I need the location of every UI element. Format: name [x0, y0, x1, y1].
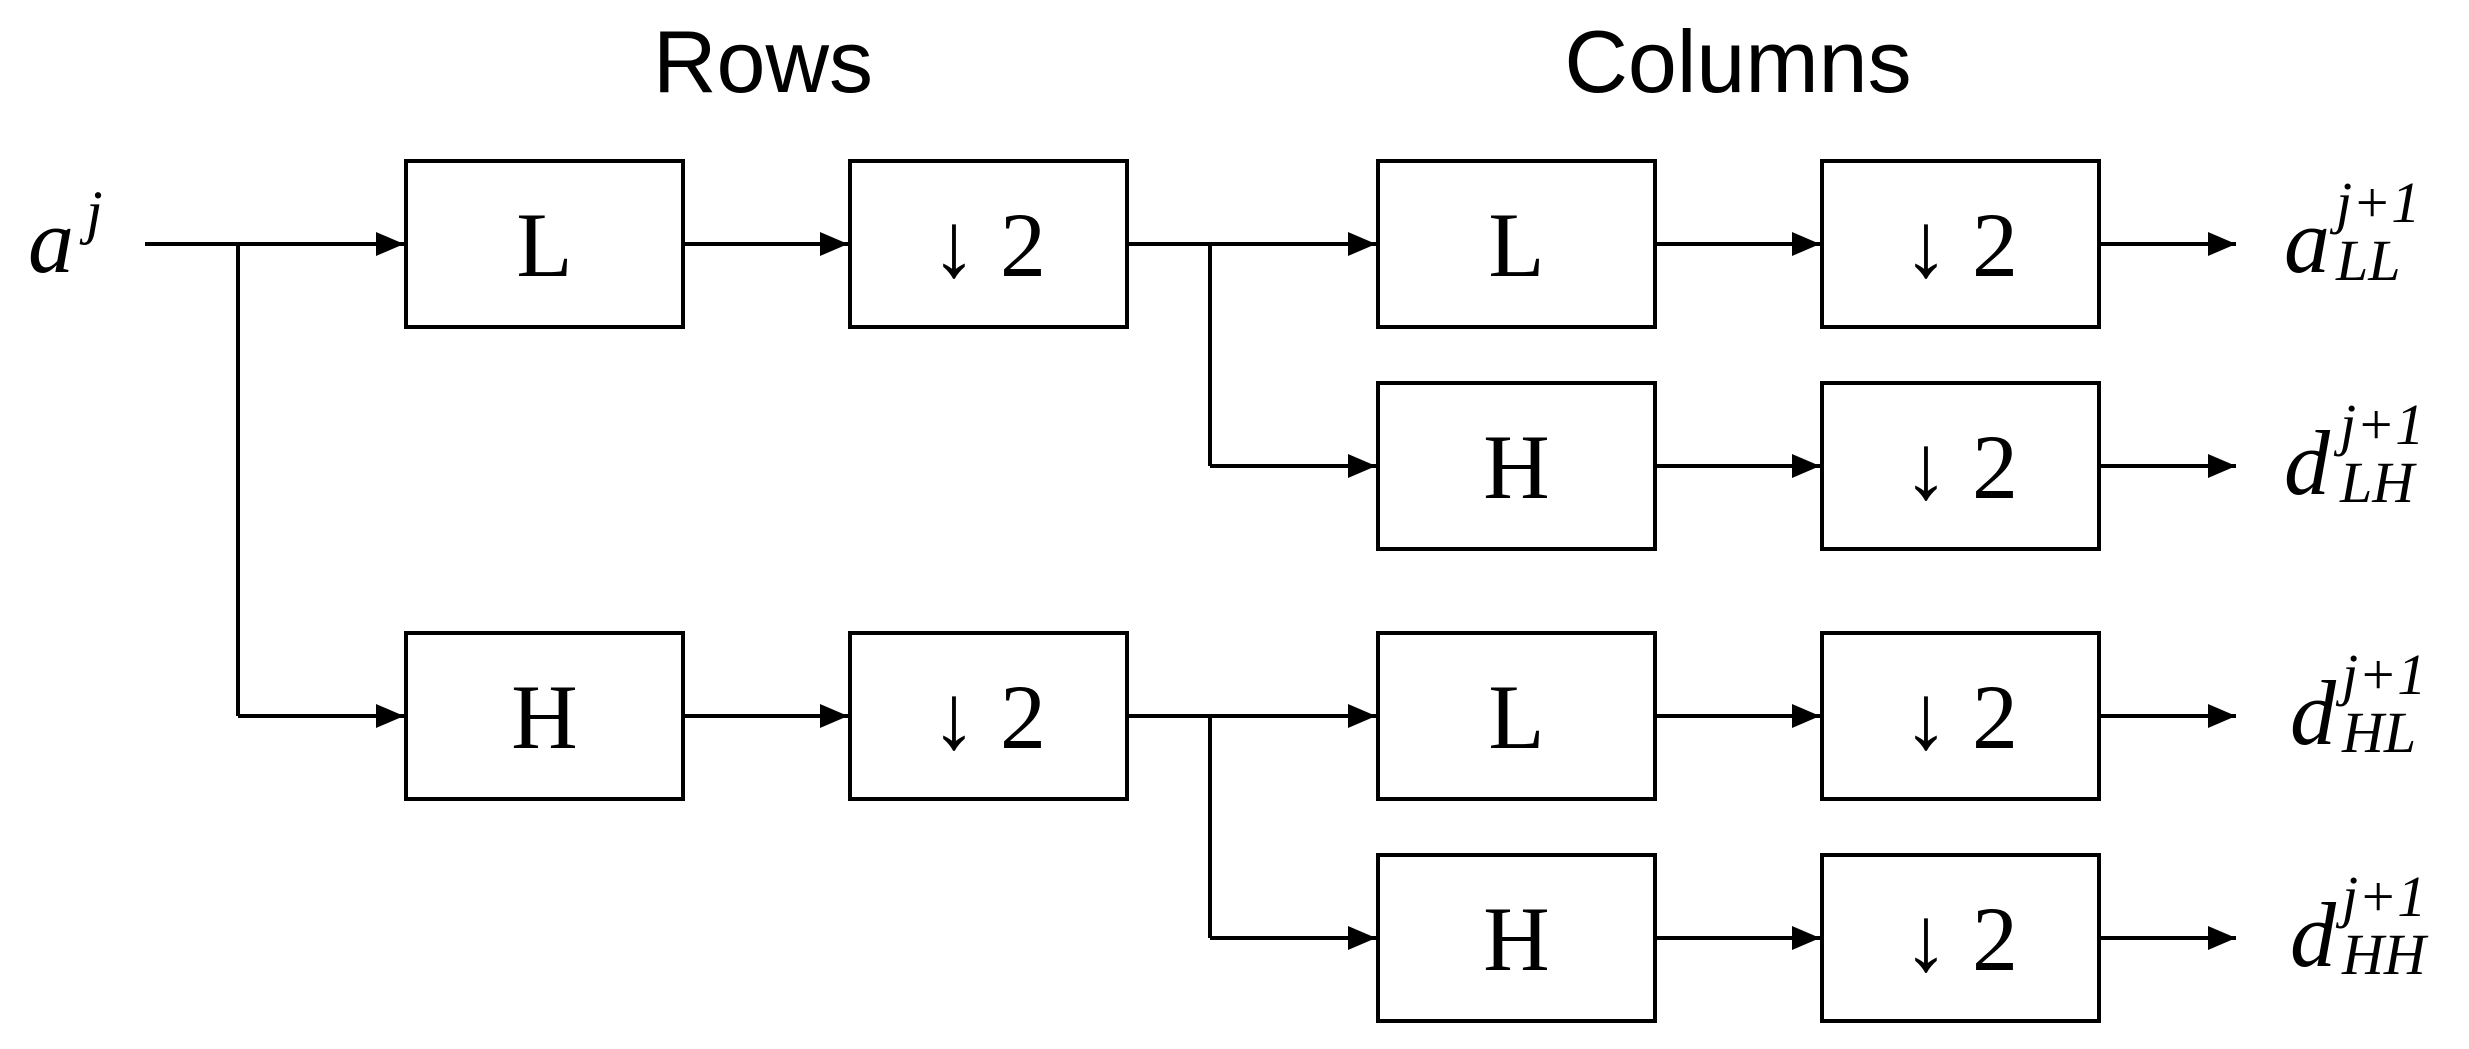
column-downsampler-label-2: ↓ 2 — [1903, 416, 2018, 518]
output-superscript-2: j+1 — [2333, 392, 2424, 457]
output-subscript-2: LH — [2339, 450, 2417, 515]
column-downsampler-block-1: ↓ 2 — [1820, 159, 2101, 329]
row-lower-downsampler-block: ↓ 2 — [848, 631, 1129, 801]
arrow-row-H-down — [820, 704, 848, 728]
arrow-col-1-down — [1792, 232, 1820, 256]
column-downsampler-block-3: ↓ 2 — [1820, 631, 2101, 801]
input-superscript: j — [79, 179, 103, 245]
output-subscript-4: HH — [2341, 922, 2429, 987]
output-label-3: d j+1 HL — [2290, 642, 2426, 765]
arrow-col-1 — [1348, 232, 1376, 256]
column-downsampler-label-4: ↓ 2 — [1903, 888, 2018, 990]
output-base-4: d — [2290, 884, 2337, 986]
input-base: a — [28, 190, 74, 292]
output-base-2: d — [2284, 412, 2331, 514]
output-subscript-1: LL — [2335, 228, 2401, 293]
output-subscript-3: HL — [2341, 700, 2416, 765]
signal-wires — [145, 232, 2236, 950]
arrow-output-2 — [2208, 454, 2236, 478]
column-filter-block-2: H — [1376, 381, 1657, 551]
row-lowpass-filter-block: L — [404, 159, 685, 329]
column-filter-block-1: L — [1376, 159, 1657, 329]
arrow-output-4 — [2208, 926, 2236, 950]
column-downsampler-label-3: ↓ 2 — [1903, 666, 2018, 768]
row-highpass-filter-block: H — [404, 631, 685, 801]
column-filter-label-4: H — [1483, 888, 1549, 990]
columns-heading: Columns — [1564, 12, 1911, 111]
row-lowpass-filter-label: L — [516, 194, 572, 296]
arrow-col-3-down — [1792, 704, 1820, 728]
arrow-col-4 — [1348, 926, 1376, 950]
output-superscript-3: j+1 — [2335, 642, 2426, 707]
output-superscript-1: j+1 — [2329, 170, 2420, 235]
output-superscript-4: j+1 — [2335, 864, 2426, 929]
row-upper-downsampler-block: ↓ 2 — [848, 159, 1129, 329]
row-lower-downsampler-label: ↓ 2 — [931, 666, 1046, 768]
row-highpass-filter-label: H — [511, 666, 577, 768]
arrow-row-L — [376, 232, 404, 256]
column-filter-block-3: L — [1376, 631, 1657, 801]
arrow-output-3 — [2208, 704, 2236, 728]
output-base-3: d — [2290, 662, 2337, 764]
arrow-col-4-down — [1792, 926, 1820, 950]
arrow-output-1 — [2208, 232, 2236, 256]
column-filter-label-1: L — [1488, 194, 1544, 296]
arrow-col-3 — [1348, 704, 1376, 728]
column-filter-label-3: L — [1488, 666, 1544, 768]
output-base-1: a — [2284, 190, 2330, 292]
column-filter-block-4: H — [1376, 853, 1657, 1023]
arrow-col-2-down — [1792, 454, 1820, 478]
column-downsampler-label-1: ↓ 2 — [1903, 194, 2018, 296]
column-downsampler-block-4: ↓ 2 — [1820, 853, 2101, 1023]
arrow-row-H — [376, 704, 404, 728]
arrow-row-L-down — [820, 232, 848, 256]
row-upper-downsampler-label: ↓ 2 — [931, 194, 1046, 296]
input-signal-label: a j — [28, 179, 103, 292]
output-label-1: a j+1 LL — [2284, 170, 2420, 293]
output-label-4: d j+1 HH — [2290, 864, 2429, 987]
column-downsampler-block-2: ↓ 2 — [1820, 381, 2101, 551]
rows-heading: Rows — [653, 12, 873, 111]
column-filter-label-2: H — [1483, 416, 1549, 518]
arrow-col-2 — [1348, 454, 1376, 478]
output-label-2: d j+1 LH — [2284, 392, 2424, 515]
